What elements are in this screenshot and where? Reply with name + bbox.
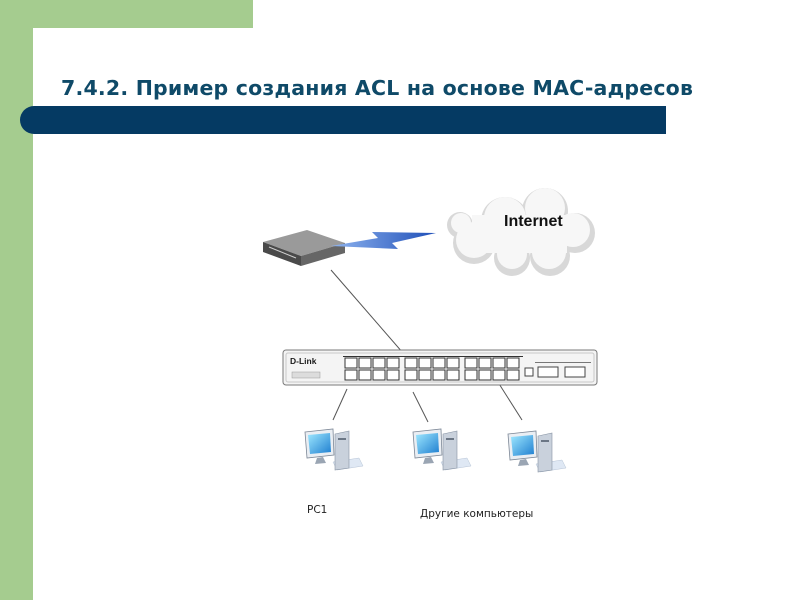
- other-computers-label: Другие компьютеры: [420, 508, 533, 520]
- pc1-label: PC1: [307, 504, 327, 516]
- router-icon: [263, 230, 345, 266]
- switch-pc2-link: [413, 392, 428, 422]
- computer-icon: [305, 429, 363, 470]
- cloud-icon: [447, 188, 595, 276]
- switch-icon: [283, 350, 597, 385]
- cloud-label: Internet: [504, 213, 563, 231]
- connection-lines: [331, 270, 522, 422]
- lightning-icon: [331, 232, 436, 249]
- computer-icon: [413, 429, 471, 470]
- computer-icon: [508, 431, 566, 472]
- switch-brand-label: D-Link: [290, 356, 317, 366]
- switch-pc1-link: [333, 389, 347, 420]
